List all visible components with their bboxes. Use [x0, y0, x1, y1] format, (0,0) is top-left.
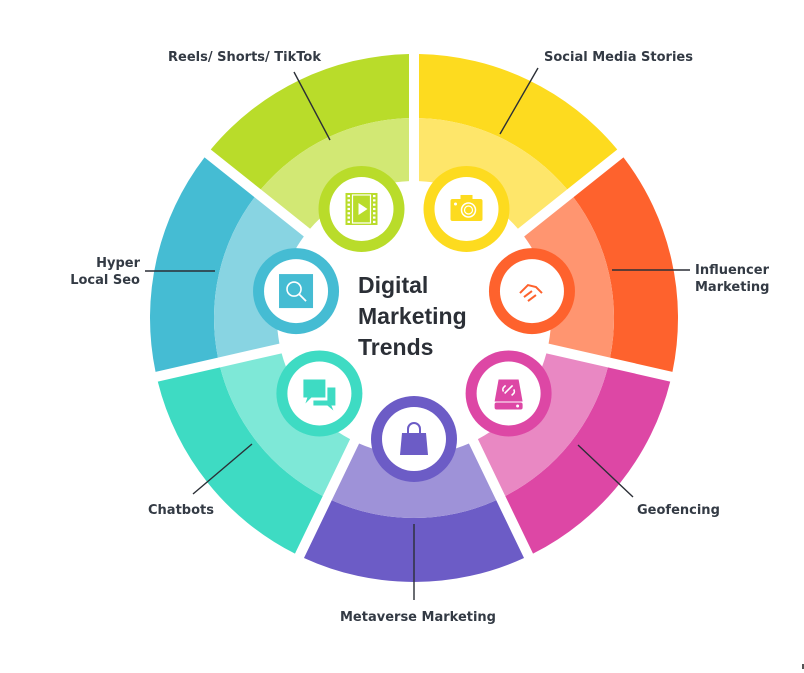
label-influencer-line-2: Marketing — [695, 280, 770, 295]
shopping-bag-icon — [400, 422, 428, 455]
geofencing-inner-band — [477, 353, 608, 496]
segment-social-media-stories — [418, 54, 618, 229]
title-line-3: Trends — [358, 334, 434, 360]
label-influencer-marketing: Influencer Marketing — [695, 262, 769, 296]
corner-mark — [802, 664, 804, 669]
segment-chatbots — [157, 353, 351, 554]
camera-icon — [450, 194, 483, 221]
center-title: Digital Marketing Trends — [358, 270, 467, 363]
chatbots-icon-badge — [276, 350, 363, 437]
label-reels-shorts-tiktok: Reels/ Shorts/ TikTok — [168, 50, 321, 65]
label-social-media-stories: Social Media Stories — [544, 50, 693, 65]
chatbots-leader-line — [192, 443, 253, 495]
search-icon — [279, 274, 314, 309]
label-chatbots: Chatbots — [148, 503, 214, 518]
label-metaverse-marketing: Metaverse Marketing — [340, 610, 496, 625]
label-hyper-line-2: Local Seo — [70, 273, 140, 288]
metaverse-marketing-icon-badge — [371, 396, 457, 482]
geofencing-icon-badge — [465, 350, 552, 437]
social-media-stories-leader-line — [499, 67, 539, 135]
title-line-2: Marketing — [358, 303, 467, 329]
geofencing-outer-band — [505, 367, 671, 554]
chatbots-outer-band — [157, 367, 323, 554]
chatbots-inner-band — [220, 353, 351, 496]
chat-bubbles-icon — [303, 379, 336, 411]
reels-shorts-tiktok-leader-line — [293, 71, 331, 141]
social-media-stories-icon-badge — [423, 165, 510, 252]
hyper-local-seo-icon-badge — [253, 248, 340, 335]
drive-link-icon — [494, 379, 523, 410]
label-geofencing: Geofencing — [637, 503, 720, 518]
influencer-marketing-icon-badge — [488, 248, 575, 335]
geofencing-leader-line — [577, 444, 634, 498]
label-hyper-local-seo: Hyper Local Seo — [70, 255, 140, 289]
reels-shorts-tiktok-icon-badge — [318, 165, 405, 252]
label-influencer-line-1: Influencer — [695, 263, 769, 278]
influencer-marketing-outer-band — [573, 157, 678, 372]
hyper-local-seo-outer-band — [150, 157, 255, 372]
social-media-stories-outer-band — [418, 54, 618, 190]
segment-geofencing — [477, 353, 671, 554]
title-line-1: Digital — [358, 272, 429, 298]
label-hyper-line-1: Hyper — [96, 256, 140, 271]
video-film-icon — [345, 192, 378, 225]
social-media-stories-inner-band — [418, 118, 568, 229]
reels-shorts-tiktok-outer-band — [210, 54, 410, 190]
reels-shorts-tiktok-inner-band — [260, 118, 410, 229]
handshake-icon — [513, 279, 550, 306]
segment-reels-shorts-tiktok — [210, 54, 410, 229]
